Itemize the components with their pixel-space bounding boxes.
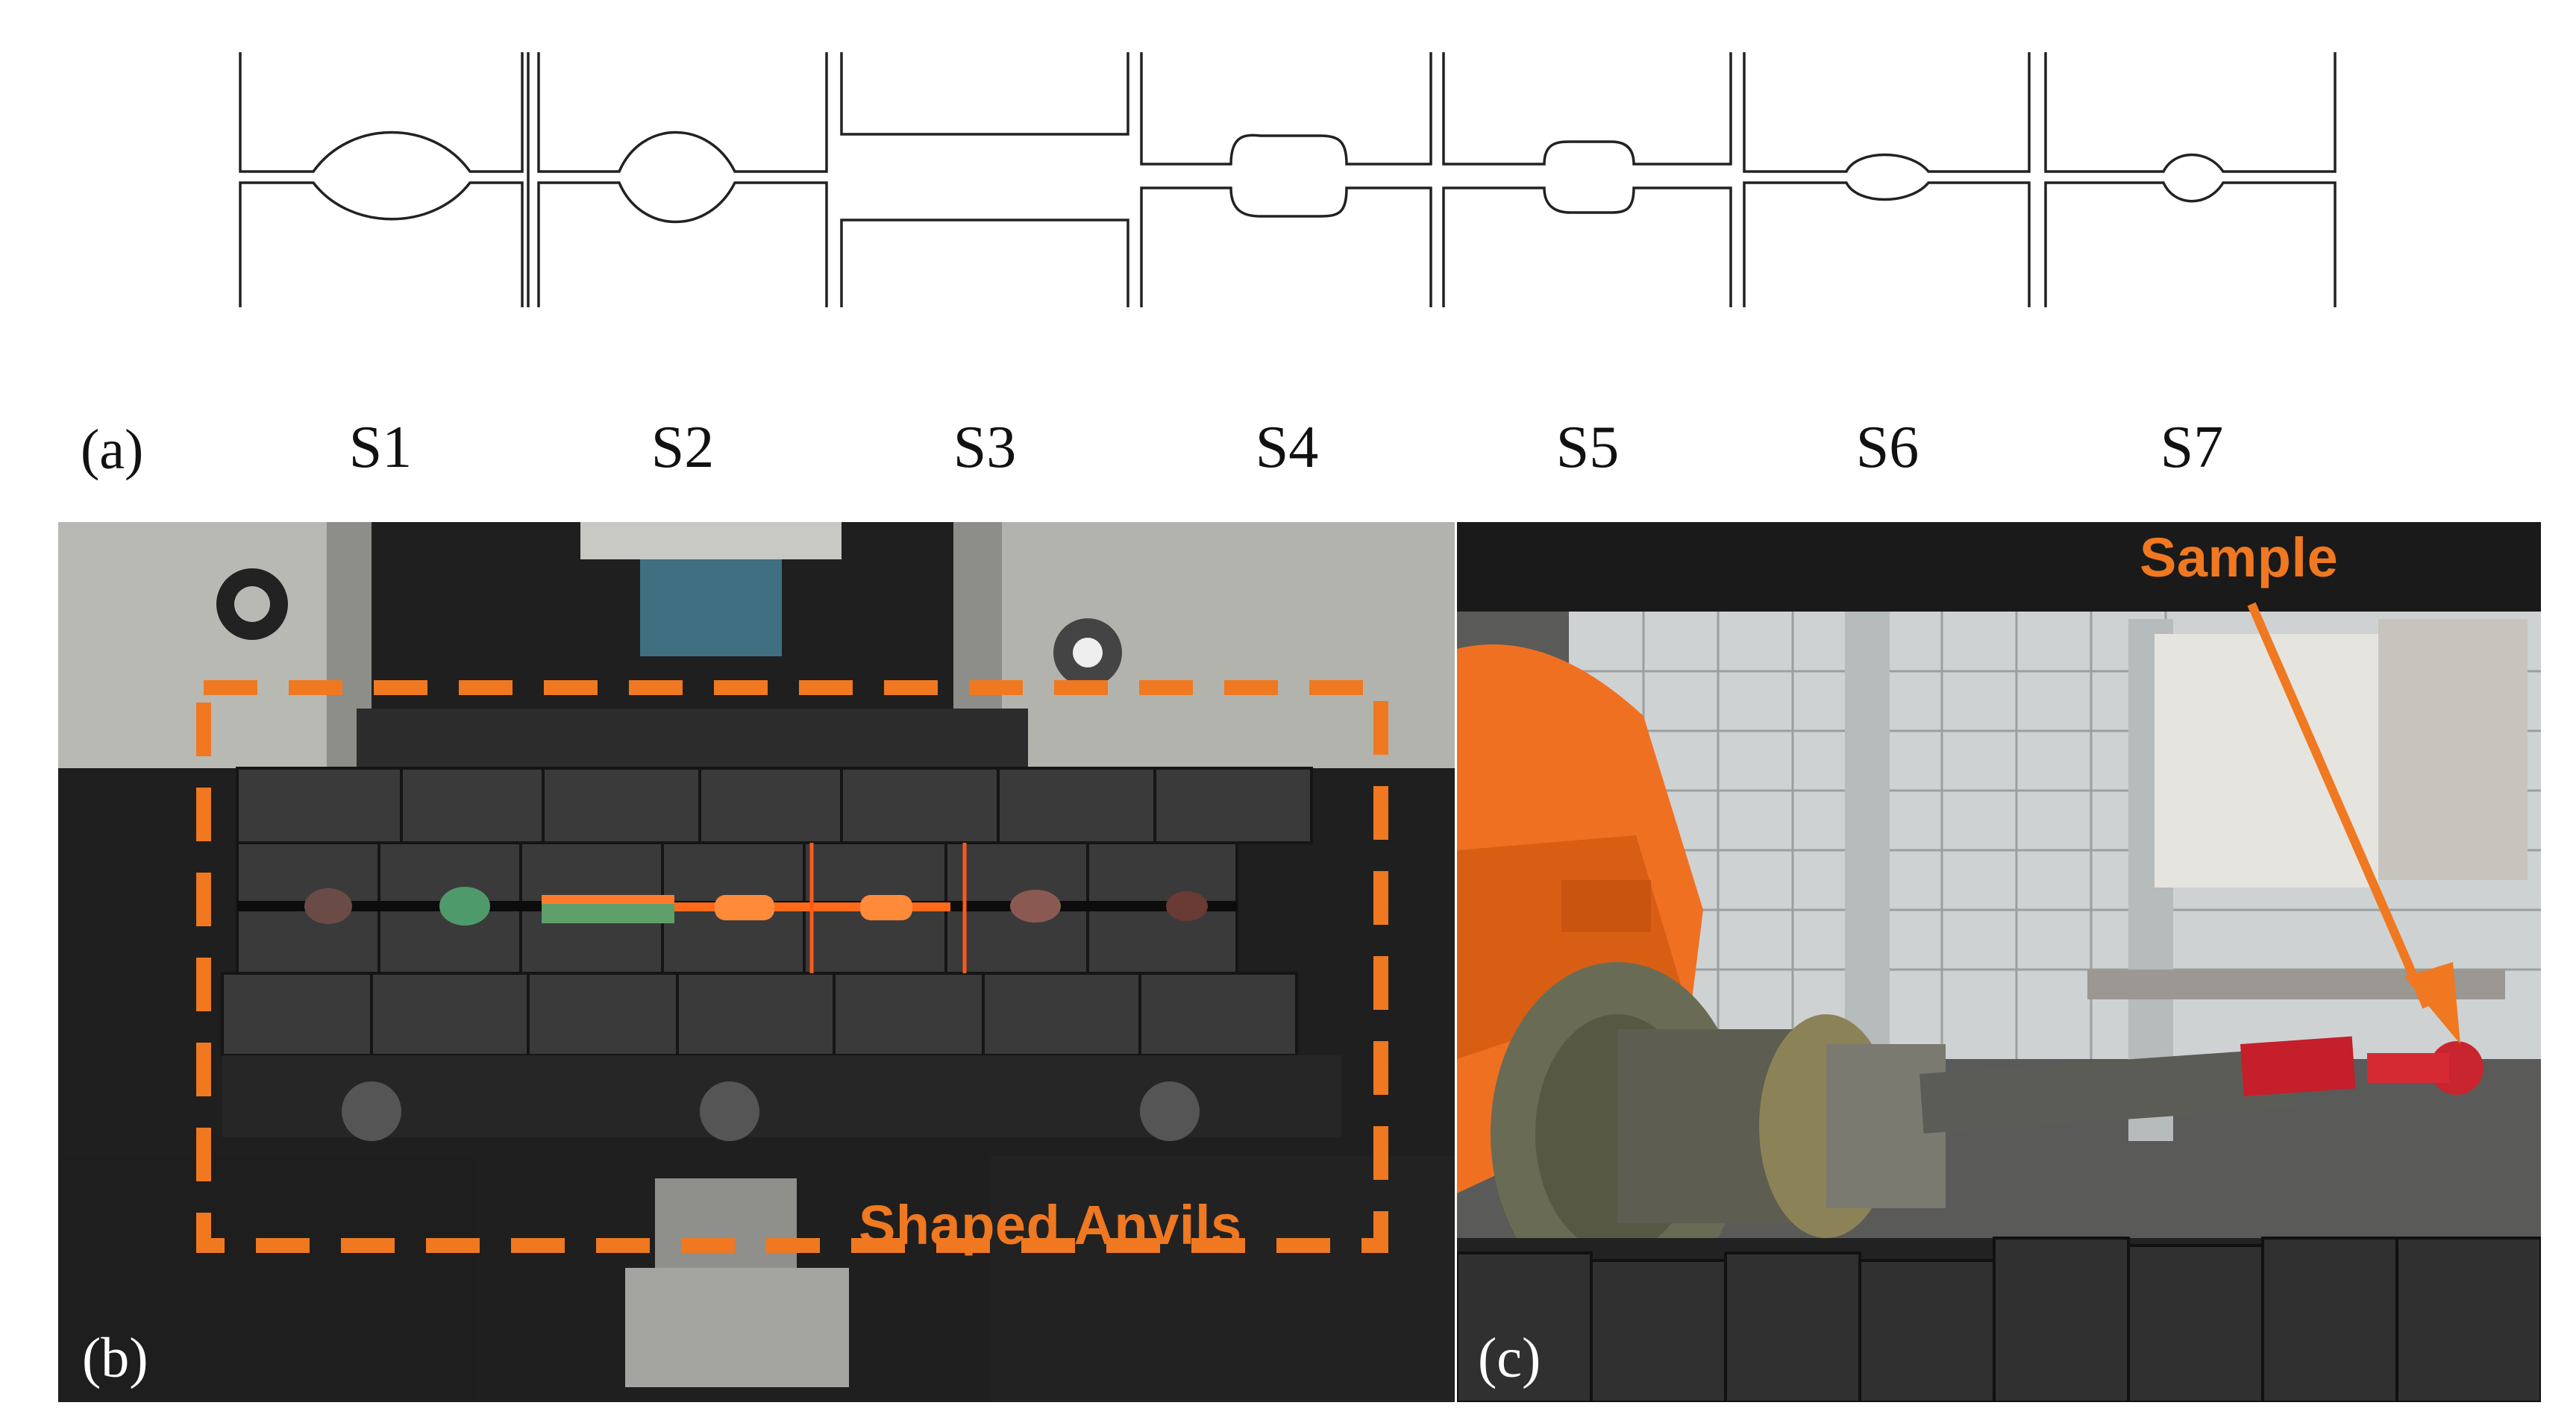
anvil-profile-s5 [1442, 52, 1732, 307]
sample-arrow [2247, 602, 2431, 1009]
stage-label-s6: S6 [1855, 415, 1920, 480]
panel-c-letter: (c) [1478, 1327, 1541, 1389]
anvil-profile-s6 [1743, 52, 2031, 307]
anvil-profile-s2 [527, 52, 828, 307]
photo-shaped-anvils: Shaped Anvils (b) [58, 522, 1455, 1402]
anvil-profiles-drawing [239, 52, 2337, 307]
stage-label-s2: S2 [651, 415, 715, 480]
panel-a-letter: (a) [81, 418, 144, 481]
photo-robot-sample: Sample (c) [1457, 522, 2541, 1402]
sample-label: Sample [2140, 527, 2339, 588]
shaped-anvils-label: Shaped Anvils [859, 1194, 1242, 1256]
anvil-profile-s7 [2044, 52, 2337, 307]
anvil-profile-s4 [1140, 52, 1432, 307]
anvil-highlight-box [196, 680, 1388, 1253]
stage-label-s3: S3 [953, 415, 1017, 480]
anvil-profile-s1 [239, 52, 524, 307]
anvil-profile-s3 [840, 52, 1129, 307]
panel-b-letter: (b) [82, 1327, 148, 1389]
stage-label-s1: S1 [348, 415, 413, 480]
stage-label-s4: S4 [1255, 415, 1319, 480]
stage-label-s7: S7 [2160, 415, 2224, 480]
stage-label-s5: S5 [1555, 415, 1620, 480]
